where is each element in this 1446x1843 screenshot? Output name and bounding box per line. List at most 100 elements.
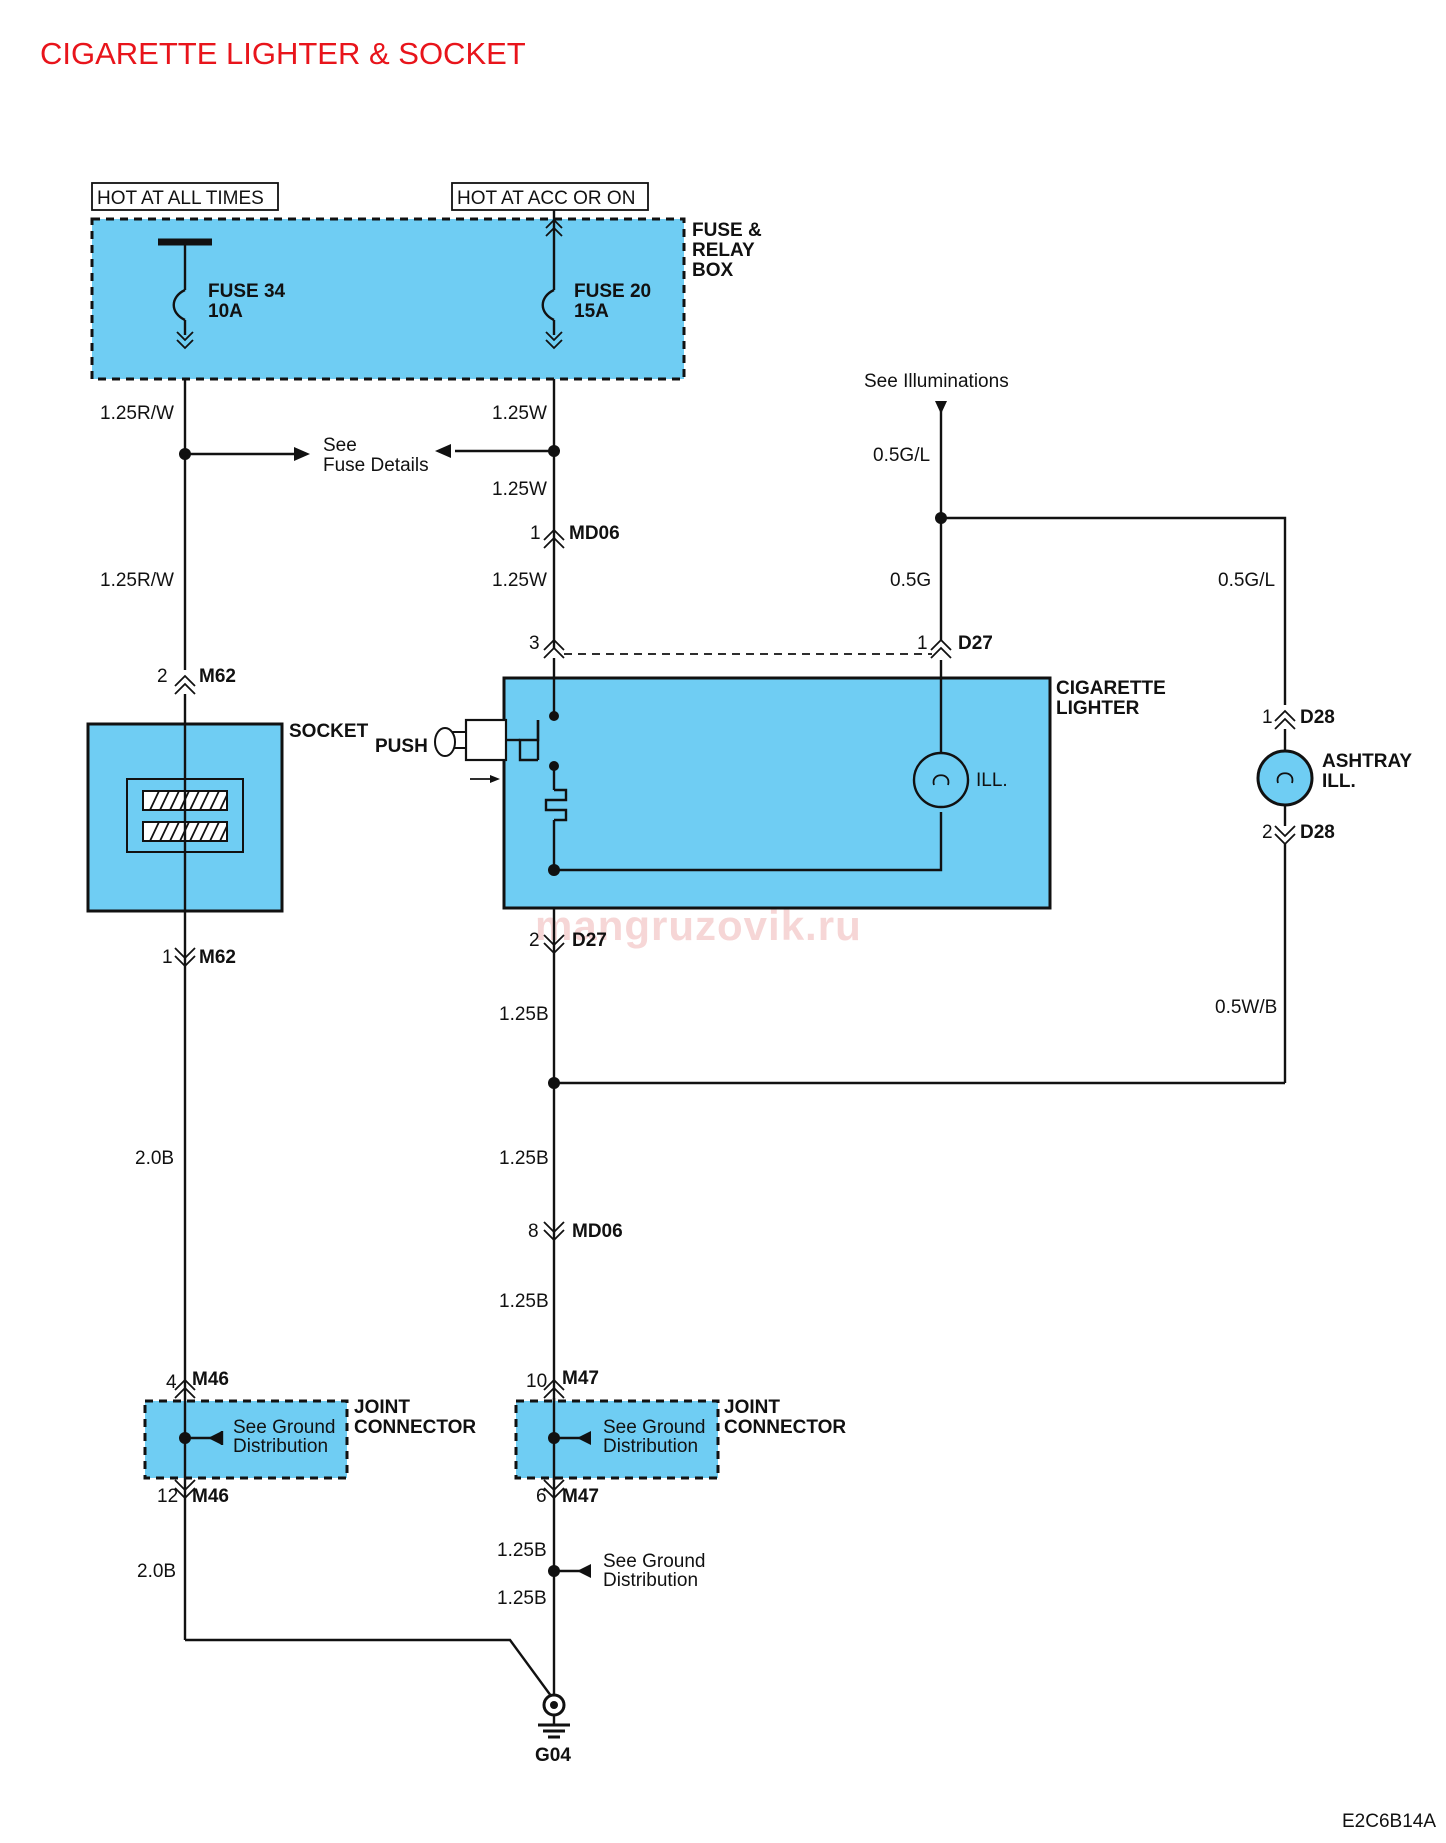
connector-m47-bottom: [543, 1479, 565, 1500]
ashtray-ill-lamp: [1256, 749, 1314, 807]
joint-2-label-1: JOINT: [724, 1397, 780, 1418]
lighter-ill-lamp: [912, 751, 970, 809]
connector-m46-bottom: [174, 1479, 196, 1500]
watermark: mangruzovik.ru: [535, 902, 862, 949]
fuse-34-symbol: [172, 288, 186, 322]
arrow-fuse-details-left: [435, 444, 451, 458]
push-label: PUSH: [375, 736, 428, 757]
joint-1-label-2: CONNECTOR: [354, 1417, 476, 1438]
pin-md06-1: 1: [530, 523, 541, 544]
fuse-relay-box: [90, 217, 686, 381]
hot-all-times-box: [91, 182, 279, 211]
hot-acc-label: HOT AT ACC OR ON: [457, 188, 635, 209]
connector-d27-pin3: [543, 638, 565, 659]
pin-m46-12: 12: [157, 1486, 178, 1507]
see-ground-2-line1: See Ground: [603, 1417, 705, 1438]
see-ground-1-line1: See Ground: [233, 1417, 335, 1438]
label-m46-bottom: M46: [192, 1486, 229, 1507]
connector-md06-top: [543, 528, 565, 549]
wire-label-center-5: 1.25B: [499, 1148, 549, 1169]
connector-d28-pin1: [1274, 709, 1296, 730]
label-d28-bottom: D28: [1300, 822, 1335, 843]
wire-label-center-2: 1.25W: [492, 479, 547, 500]
pin-d27-1: 1: [917, 633, 928, 654]
wire-label-left-2: 1.25R/W: [100, 570, 174, 591]
wire-label-ill-3: 0.5G/L: [1218, 570, 1275, 591]
lighter-label-2: LIGHTER: [1056, 698, 1140, 719]
pin-d28-1: 1: [1262, 707, 1273, 728]
pin-d28-2: 2: [1262, 822, 1273, 843]
lighter-label-1: CIGARETTE: [1056, 678, 1166, 699]
fuse-34-name: FUSE 34: [208, 281, 286, 302]
wire-label-center-4: 1.25B: [499, 1004, 549, 1025]
fuse-box-label-2: RELAY: [692, 240, 755, 261]
ashtray-label-2: ILL.: [1322, 771, 1356, 792]
label-d27-top: D27: [958, 633, 993, 654]
pin-m46-4: 4: [166, 1372, 177, 1393]
see-ground-2-line2: Distribution: [603, 1436, 698, 1457]
wire-label-ill-2: 0.5G: [890, 570, 931, 591]
wire-label-left-1: 1.25R/W: [100, 403, 174, 424]
wire-label-center-7: 1.25B: [497, 1540, 547, 1561]
fuse-box-label-1: FUSE &: [692, 220, 762, 241]
fuse-20-rating: 15A: [574, 301, 609, 322]
wire-label-ill-1: 0.5G/L: [873, 445, 930, 466]
wire-label-center-6: 1.25B: [499, 1291, 549, 1312]
label-m46-top: M46: [192, 1369, 229, 1390]
pin-m62-2: 2: [157, 666, 168, 687]
fuse-box-label-3: BOX: [692, 260, 734, 281]
label-md06-bottom: MD06: [572, 1221, 623, 1242]
see-fuse-line2: Fuse Details: [323, 455, 429, 476]
wire-label-ill-4: 0.5W/B: [1215, 997, 1277, 1018]
connector-md06-bottom: [543, 1221, 565, 1242]
push-button[interactable]: [464, 718, 508, 762]
connector-d28-pin2: [1274, 825, 1296, 846]
lighter-ill-label: ILL.: [976, 770, 1008, 791]
diagram-code: E2C6B14A: [1342, 1811, 1436, 1832]
label-m47-bottom: M47: [562, 1486, 599, 1507]
see-fuse-line1: See: [323, 435, 357, 456]
ashtray-label-1: ASHTRAY: [1322, 751, 1412, 772]
label-m47-top: M47: [562, 1368, 599, 1389]
wire-label-left-3: 2.0B: [135, 1148, 174, 1169]
pin-m47-6: 6: [536, 1486, 547, 1507]
see-ground-3-line2: Distribution: [603, 1570, 698, 1591]
arrow-fuse-details-right: [294, 447, 310, 461]
fuse-20-name: FUSE 20: [574, 281, 651, 302]
see-ground-1-line2: Distribution: [233, 1436, 328, 1457]
connector-d27-pin2: [543, 934, 565, 955]
joint-1-label-1: JOINT: [354, 1397, 410, 1418]
pin-d27-2: 2: [529, 930, 540, 951]
connector-d27-pin1: [930, 638, 952, 659]
label-d27-bottom: D27: [572, 930, 607, 951]
connector-m62-top: [174, 674, 196, 695]
wire-label-center-3: 1.25W: [492, 570, 547, 591]
diagram-title: CIGARETTE LIGHTER & SOCKET: [40, 36, 526, 71]
pin-m62-1: 1: [162, 947, 173, 968]
wire-label-center-8: 1.25B: [497, 1588, 547, 1609]
connector-m62-bottom: [174, 947, 196, 968]
ground-g04-label: G04: [535, 1745, 571, 1766]
fuse-20-symbol: [541, 288, 555, 322]
pin-m47-10: 10: [526, 1371, 547, 1392]
wire-label-left-4: 2.0B: [137, 1561, 176, 1582]
pin-d27-3: 3: [529, 633, 540, 654]
hot-all-times-label: HOT AT ALL TIMES: [97, 188, 264, 209]
label-m62-top: M62: [199, 666, 236, 687]
label-d28-top: D28: [1300, 707, 1335, 728]
pin-md06-8: 8: [528, 1221, 539, 1242]
fuse-20-input-terminal: [545, 218, 563, 237]
fuse-34-rating: 10A: [208, 301, 243, 322]
fuse-20-terminal: [545, 331, 563, 350]
socket-label: SOCKET: [289, 721, 369, 742]
hot-acc-box: [451, 182, 649, 211]
label-m62-bottom: M62: [199, 947, 236, 968]
joint-2-label-2: CONNECTOR: [724, 1417, 846, 1438]
connector-m47-top: [543, 1378, 565, 1399]
see-illuminations: See Illuminations: [864, 371, 1009, 392]
joint-connector-m46: [143, 1399, 349, 1480]
fuse-34-terminal: [176, 331, 194, 350]
wire-label-center-1: 1.25W: [492, 403, 547, 424]
cigarette-lighter-box: [502, 676, 1052, 910]
